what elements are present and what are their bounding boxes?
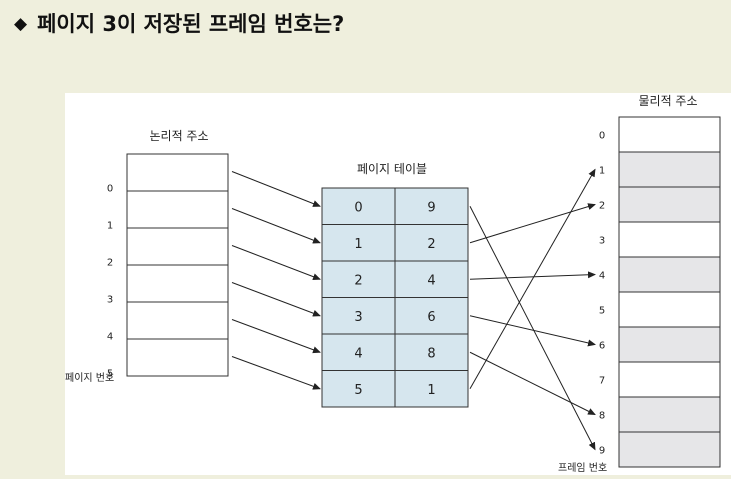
logical-address-title: 논리적 주소 bbox=[149, 129, 208, 143]
page-table-frame-cell bbox=[394, 187, 469, 225]
physical-frame-cell bbox=[618, 186, 721, 223]
physical-frame-cell bbox=[618, 256, 721, 293]
physical-frame-cell bbox=[618, 291, 721, 328]
physical-frame-cell bbox=[618, 431, 721, 468]
page-table-frame-number: 1 bbox=[427, 383, 435, 398]
logical-to-page-arrow bbox=[231, 282, 321, 317]
logical-page-index: 1 bbox=[107, 221, 113, 232]
physical-memory-table: 0 1 2 3 4 5 6 7 8 9 bbox=[599, 116, 721, 468]
logical-address-table: 0 1 2 3 4 5 bbox=[107, 153, 229, 380]
mapping-arrows bbox=[231, 168, 596, 451]
page-table-frame-number: 8 bbox=[427, 346, 435, 361]
physical-frame-index: 3 bbox=[599, 236, 605, 247]
page-to-frame-arrow bbox=[469, 351, 596, 415]
page-table-page-number: 4 bbox=[354, 346, 362, 361]
logical-page-index: 5 bbox=[107, 369, 113, 380]
physical-frame-cell bbox=[618, 396, 721, 433]
logical-page-cell bbox=[126, 190, 229, 229]
frame-number-caption: 프레임 번호 bbox=[558, 461, 607, 474]
logical-page-cell bbox=[126, 264, 229, 303]
question-text: 페이지 3이 저장된 프레임 번호는? bbox=[37, 12, 345, 36]
logical-to-page-arrow bbox=[231, 208, 321, 244]
physical-frame-index: 1 bbox=[599, 166, 605, 177]
page-number-caption: 페이지 번호 bbox=[65, 372, 114, 384]
physical-frame-index: 4 bbox=[599, 271, 605, 282]
logical-to-page-arrow bbox=[231, 319, 321, 354]
physical-frame-index: 9 bbox=[599, 446, 605, 457]
page-table-frame-cell bbox=[394, 297, 469, 335]
page-table-frame-number: 9 bbox=[427, 200, 435, 215]
page-table-page-number: 2 bbox=[354, 273, 362, 288]
page-table-page-number: 3 bbox=[354, 310, 362, 325]
page-to-frame-arrow bbox=[469, 203, 596, 244]
page-to-frame-arrow bbox=[469, 271, 596, 280]
page-table-title: 페이지 테이블 bbox=[357, 162, 427, 176]
logical-page-cell bbox=[126, 301, 229, 340]
logical-to-page-arrow bbox=[231, 171, 321, 207]
physical-frame-index: 6 bbox=[599, 341, 605, 352]
logical-to-page-arrow bbox=[231, 356, 321, 390]
physical-frame-index: 0 bbox=[599, 131, 605, 142]
physical-frame-index: 2 bbox=[599, 201, 605, 212]
page-table-frame-number: 4 bbox=[427, 273, 435, 288]
page-table-frame-cell bbox=[394, 370, 469, 408]
page-to-frame-arrow bbox=[469, 168, 596, 389]
logical-page-cell bbox=[126, 338, 229, 377]
page-table-frame-cell bbox=[394, 333, 469, 371]
page-to-frame-arrow bbox=[469, 315, 596, 347]
page-table-page-cell bbox=[321, 370, 396, 408]
page-table-page-number: 0 bbox=[354, 200, 362, 215]
physical-frame-cell bbox=[618, 116, 721, 153]
paging-diagram: 논리적 주소 0 1 2 3 4 5 페이지 번호 페이지 테이블 0 9 1 2 2 4 3 6 4 8 5… bbox=[65, 93, 731, 475]
logical-page-index: 0 bbox=[107, 184, 113, 195]
physical-frame-cell bbox=[618, 326, 721, 363]
physical-frame-cell bbox=[618, 361, 721, 398]
logical-page-index: 4 bbox=[107, 332, 113, 343]
physical-frame-index: 8 bbox=[599, 411, 605, 422]
page-table: 0 9 1 2 2 4 3 6 4 8 5 1 bbox=[321, 187, 469, 408]
physical-frame-index: 5 bbox=[599, 306, 605, 317]
physical-frame-cell bbox=[618, 221, 721, 258]
physical-frame-cell bbox=[618, 151, 721, 188]
page-table-page-number: 5 bbox=[354, 383, 362, 398]
paging-diagram-svg: 논리적 주소 0 1 2 3 4 5 페이지 번호 페이지 테이블 0 9 1 2 2 4 3 6 4 8 5… bbox=[65, 94, 721, 474]
physical-address-title: 물리적 주소 bbox=[638, 94, 697, 108]
page-table-frame-number: 2 bbox=[427, 237, 435, 252]
logical-to-page-arrow bbox=[231, 245, 321, 281]
page-to-frame-arrow bbox=[469, 206, 596, 451]
logical-page-cell bbox=[126, 153, 229, 192]
diamond-bullet-icon: ◆ bbox=[14, 14, 28, 34]
physical-frame-index: 7 bbox=[599, 376, 605, 387]
page-table-page-number: 1 bbox=[354, 237, 362, 252]
logical-page-cell bbox=[126, 227, 229, 266]
page-table-frame-number: 6 bbox=[427, 310, 435, 325]
question-heading: ◆ 페이지 3이 저장된 프레임 번호는? bbox=[14, 8, 344, 38]
logical-page-index: 2 bbox=[107, 258, 113, 269]
logical-page-index: 3 bbox=[107, 295, 113, 306]
page-table-page-cell bbox=[321, 333, 396, 371]
